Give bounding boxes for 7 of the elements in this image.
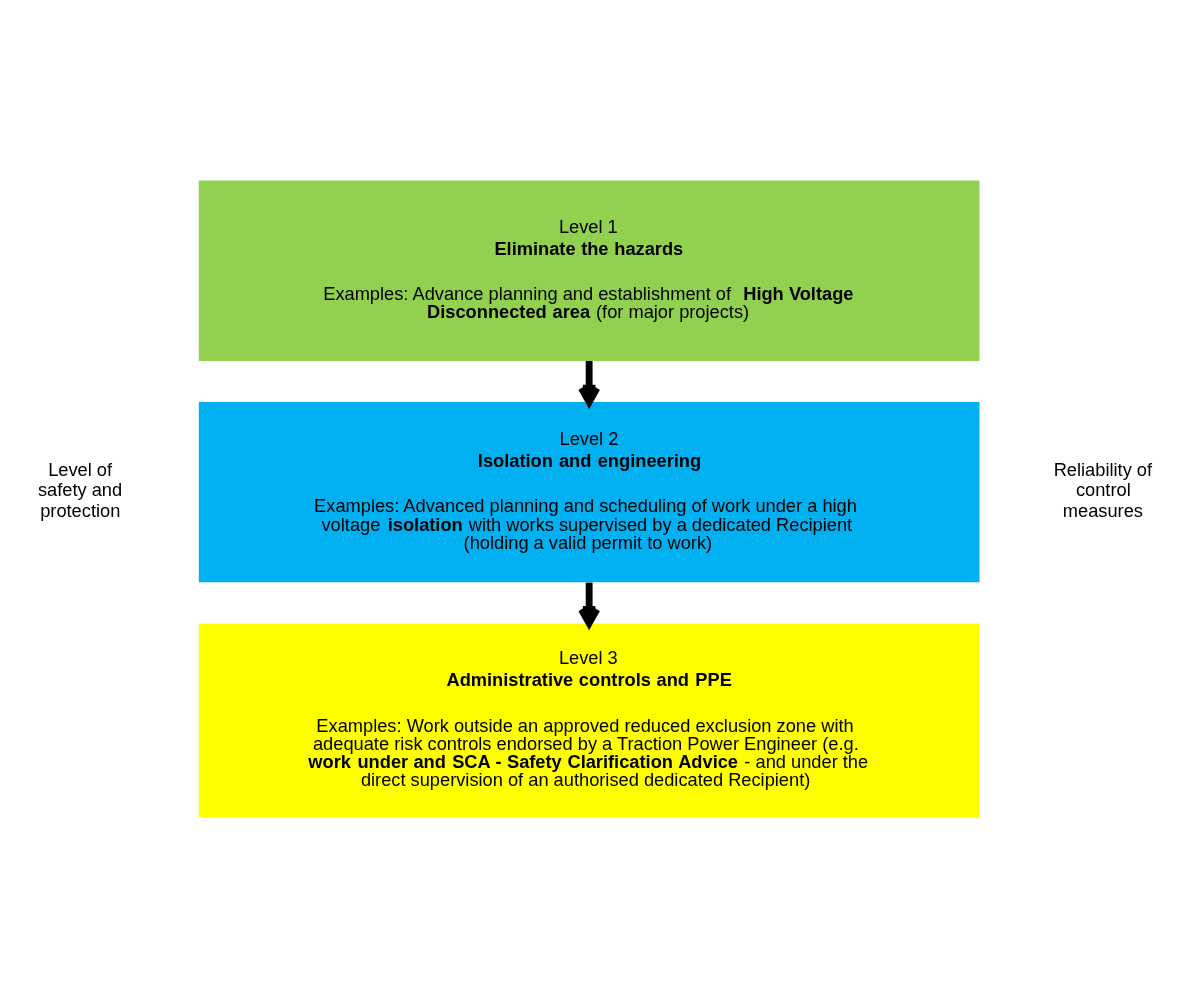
label: Level of safety and protection bbox=[37, 458, 123, 522]
arrow bbox=[578, 582, 601, 628]
node-box: Level 3 Administrative controls and PPE Examples: Work outside an approved reduced exclusion zone with adequate risk controls endorsed by a Traction Power Engineer (e.g. work under and SCA - Safety Clarification Advice - and under the direct supervision of an authorised dedicated Recipient) bbox=[198, 623, 980, 818]
node-box: Level 1 Eliminate the hazards Examples: Advance planning and establishment of High Voltage Disconnected area (for major projects) bbox=[198, 180, 980, 361]
arrow bbox=[578, 361, 601, 406]
node-box: Level 2 Isolation and engineering Examples: Advanced planning and scheduling of work under a high voltage isolation with works supervised by a dedicated Recipient (holding a valid permit to work) bbox=[198, 402, 980, 583]
label: Reliability of control measures bbox=[1053, 458, 1153, 522]
